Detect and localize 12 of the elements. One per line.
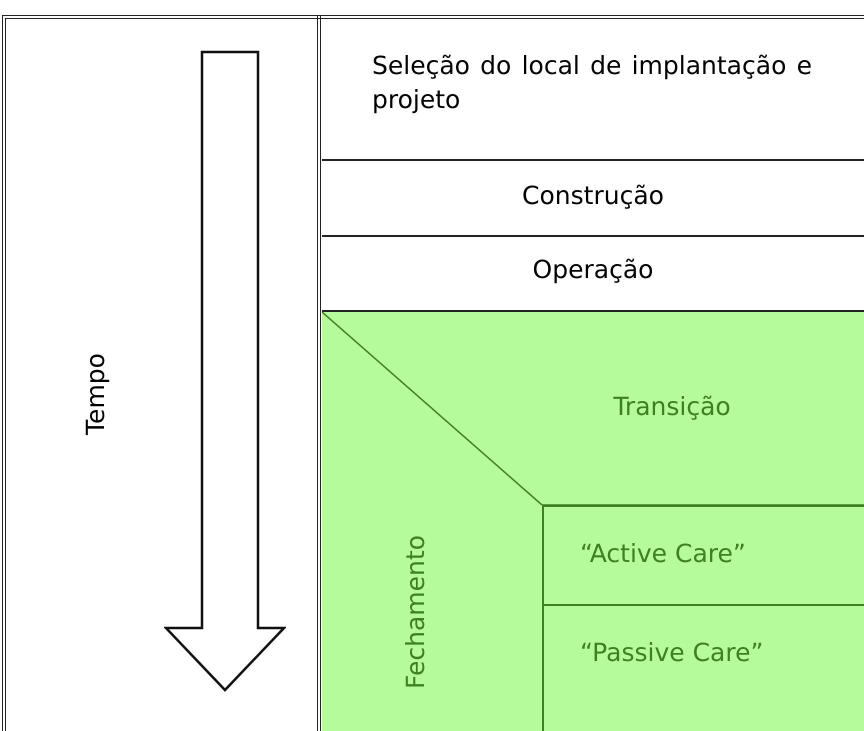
phase-box xyxy=(542,604,864,731)
phase-label: Construção xyxy=(521,180,665,212)
phase-label: Transição xyxy=(612,391,732,423)
phase-label: “Active Care” xyxy=(580,538,747,570)
closure-panel xyxy=(322,312,864,731)
phase-label: Operação xyxy=(532,254,654,286)
phase-box xyxy=(542,505,864,604)
phase-label: “Passive Care” xyxy=(580,637,764,669)
phase-label: Seleção do local de implantação e projeto xyxy=(372,50,812,116)
group-label: Fechamento xyxy=(400,535,432,689)
axis-label: Tempo xyxy=(80,353,112,435)
transition-region xyxy=(322,312,864,505)
